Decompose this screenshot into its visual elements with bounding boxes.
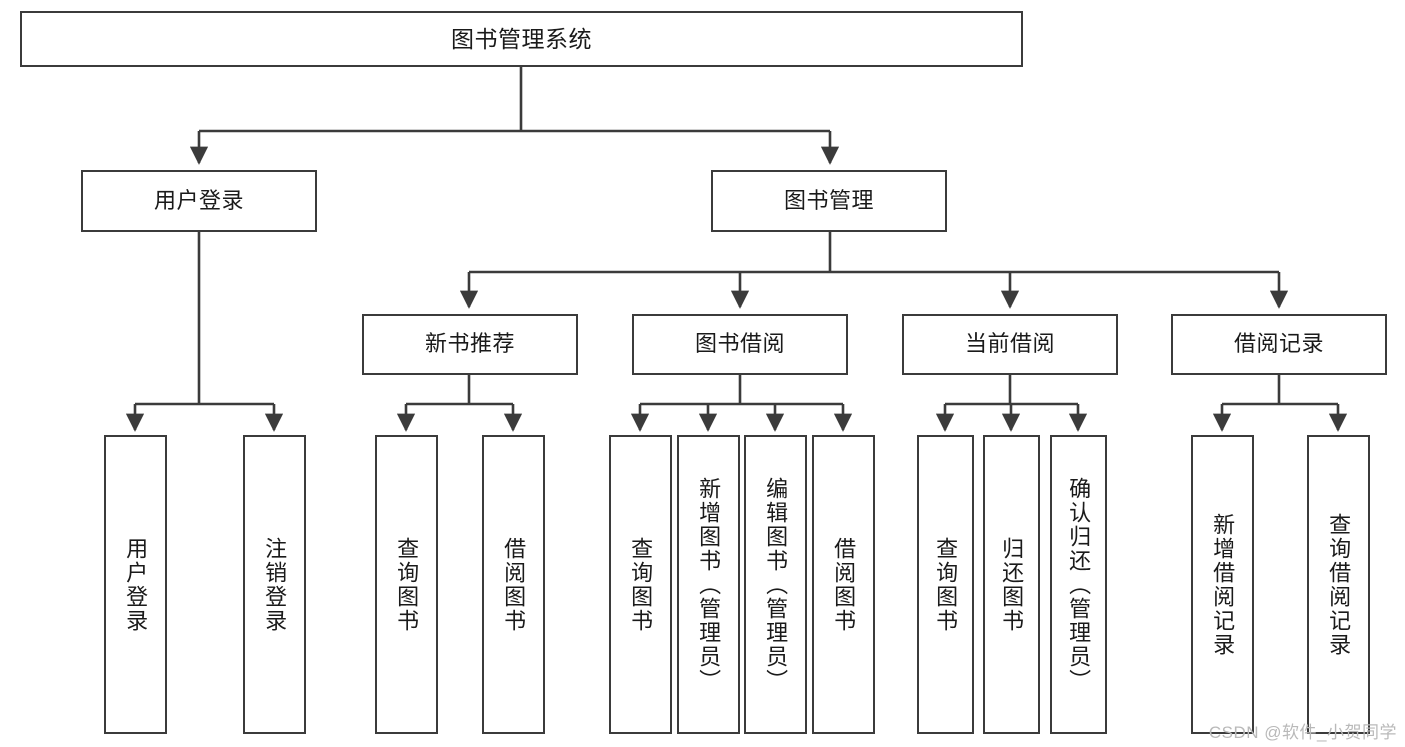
node-label: 查询图书 <box>394 536 420 633</box>
leaf-query-book-borrowing[interactable]: 查询图书 <box>609 435 672 734</box>
node-borrowing-records[interactable]: 借阅记录 <box>1171 314 1387 375</box>
leaf-edit-book-admin[interactable]: 编辑图书（管理员） <box>744 435 807 734</box>
leaf-borrow-book[interactable]: 借阅图书 <box>812 435 875 734</box>
node-label: 图书管理系统 <box>451 25 592 52</box>
leaf-add-borrowing-record[interactable]: 新增借阅记录 <box>1191 435 1254 734</box>
node-label: 查询图书 <box>628 536 654 633</box>
leaf-return-book[interactable]: 归还图书 <box>983 435 1040 734</box>
leaf-add-book-admin[interactable]: 新增图书（管理员） <box>677 435 740 734</box>
leaf-query-borrowing-record[interactable]: 查询借阅记录 <box>1307 435 1370 734</box>
node-label: 借阅图书 <box>831 536 857 633</box>
node-label: 确认归还（管理员） <box>1066 476 1092 693</box>
node-label: 编辑图书（管理员） <box>763 476 789 693</box>
node-label: 用户登录 <box>153 187 244 213</box>
node-label: 归还图书 <box>999 536 1025 633</box>
node-label: 用户登录 <box>123 536 149 633</box>
leaf-borrow-book-recommendation[interactable]: 借阅图书 <box>482 435 545 734</box>
node-label: 图书管理 <box>783 187 874 213</box>
node-label: 借阅图书 <box>501 536 527 633</box>
node-book-borrowing[interactable]: 图书借阅 <box>632 314 848 375</box>
node-current-borrowing[interactable]: 当前借阅 <box>902 314 1118 375</box>
node-label: 图书借阅 <box>694 331 785 357</box>
leaf-confirm-return-admin[interactable]: 确认归还（管理员） <box>1050 435 1107 734</box>
node-user-login[interactable]: 用户登录 <box>81 170 317 232</box>
node-label: 新书推荐 <box>424 331 515 357</box>
node-new-book-recommendation[interactable]: 新书推荐 <box>362 314 578 375</box>
node-book-management[interactable]: 图书管理 <box>711 170 947 232</box>
leaf-query-book-current[interactable]: 查询图书 <box>917 435 974 734</box>
leaf-user-login[interactable]: 用户登录 <box>104 435 167 734</box>
node-label: 新增图书（管理员） <box>696 476 722 693</box>
node-label: 查询借阅记录 <box>1326 512 1352 657</box>
node-label: 查询图书 <box>933 536 959 633</box>
node-label: 注销登录 <box>262 536 288 633</box>
leaf-query-book-recommendation[interactable]: 查询图书 <box>375 435 438 734</box>
node-label: 新增借阅记录 <box>1210 512 1236 657</box>
node-book-management-system[interactable]: 图书管理系统 <box>20 11 1023 67</box>
csdn-watermark: CSDN @软件_小贺同学 <box>1208 723 1397 742</box>
node-label: 借阅记录 <box>1233 331 1324 357</box>
node-label: 当前借阅 <box>964 331 1055 357</box>
leaf-logout-login[interactable]: 注销登录 <box>243 435 306 734</box>
